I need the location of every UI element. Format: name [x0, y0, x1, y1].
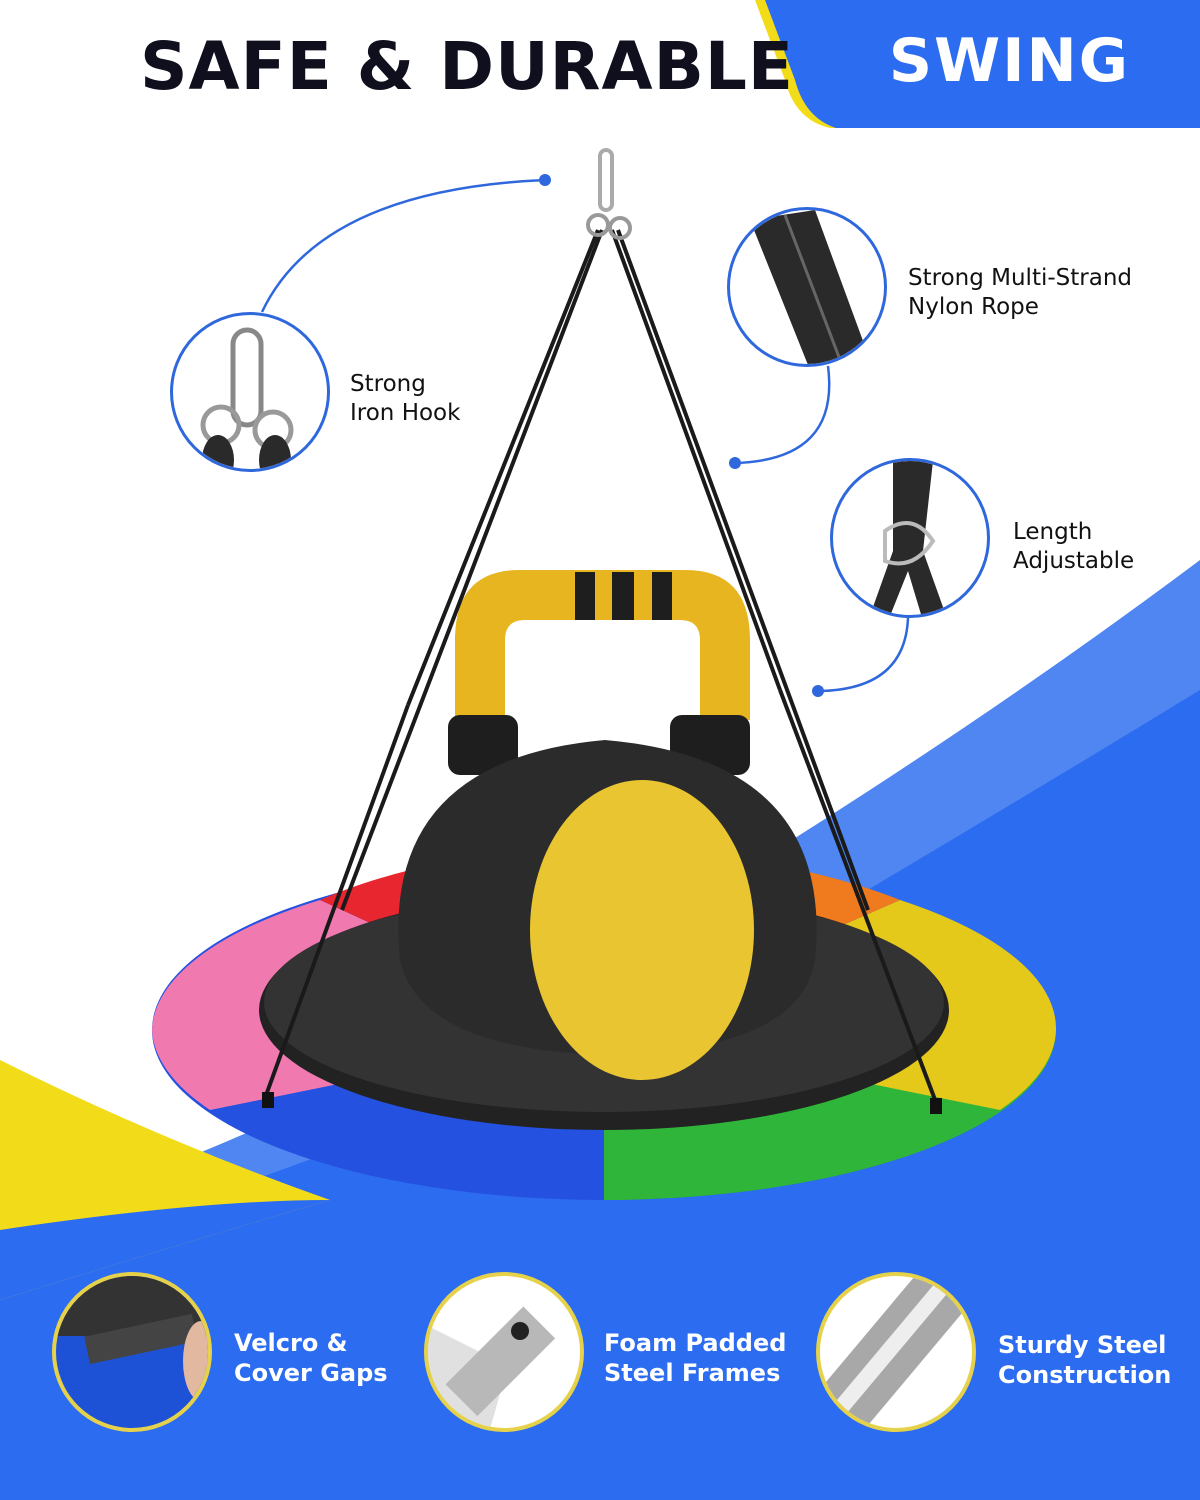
feature-circle-velcro	[52, 1272, 212, 1432]
feature-label-nylon-rope: Strong Multi-Strand Nylon Rope	[908, 265, 1132, 320]
feature-circle-nylon-rope	[727, 207, 887, 367]
feature-label-iron-hook: Strong Iron Hook	[350, 371, 461, 426]
steel-tube-icon	[820, 1276, 972, 1428]
feature-label-length-adjustable: Length Adjustable	[1013, 519, 1135, 574]
bottom-feature-label-steel: Sturdy Steel Construction	[998, 1331, 1172, 1389]
feature-circle-iron-hook	[170, 312, 330, 472]
feature-circle-steel	[816, 1272, 976, 1432]
bottom-feature-label-velcro: Velcro & Cover Gaps	[234, 1329, 388, 1387]
product-tag-label: SWING	[888, 26, 1130, 96]
braided-rope-icon	[750, 210, 870, 364]
bottom-feature-label-foam-padded: Foam Padded Steel Frames	[604, 1329, 787, 1387]
feature-circle-foam-padded	[424, 1272, 584, 1432]
rope-adjuster-icon	[870, 461, 946, 615]
carabiner-hook-icon	[200, 327, 294, 469]
product-tag: SWING	[770, 0, 1200, 128]
feature-circle-length-adjustable	[830, 458, 990, 618]
padded-tube-icon	[428, 1306, 556, 1428]
page-title: SAFE & DURABLE	[140, 28, 795, 105]
